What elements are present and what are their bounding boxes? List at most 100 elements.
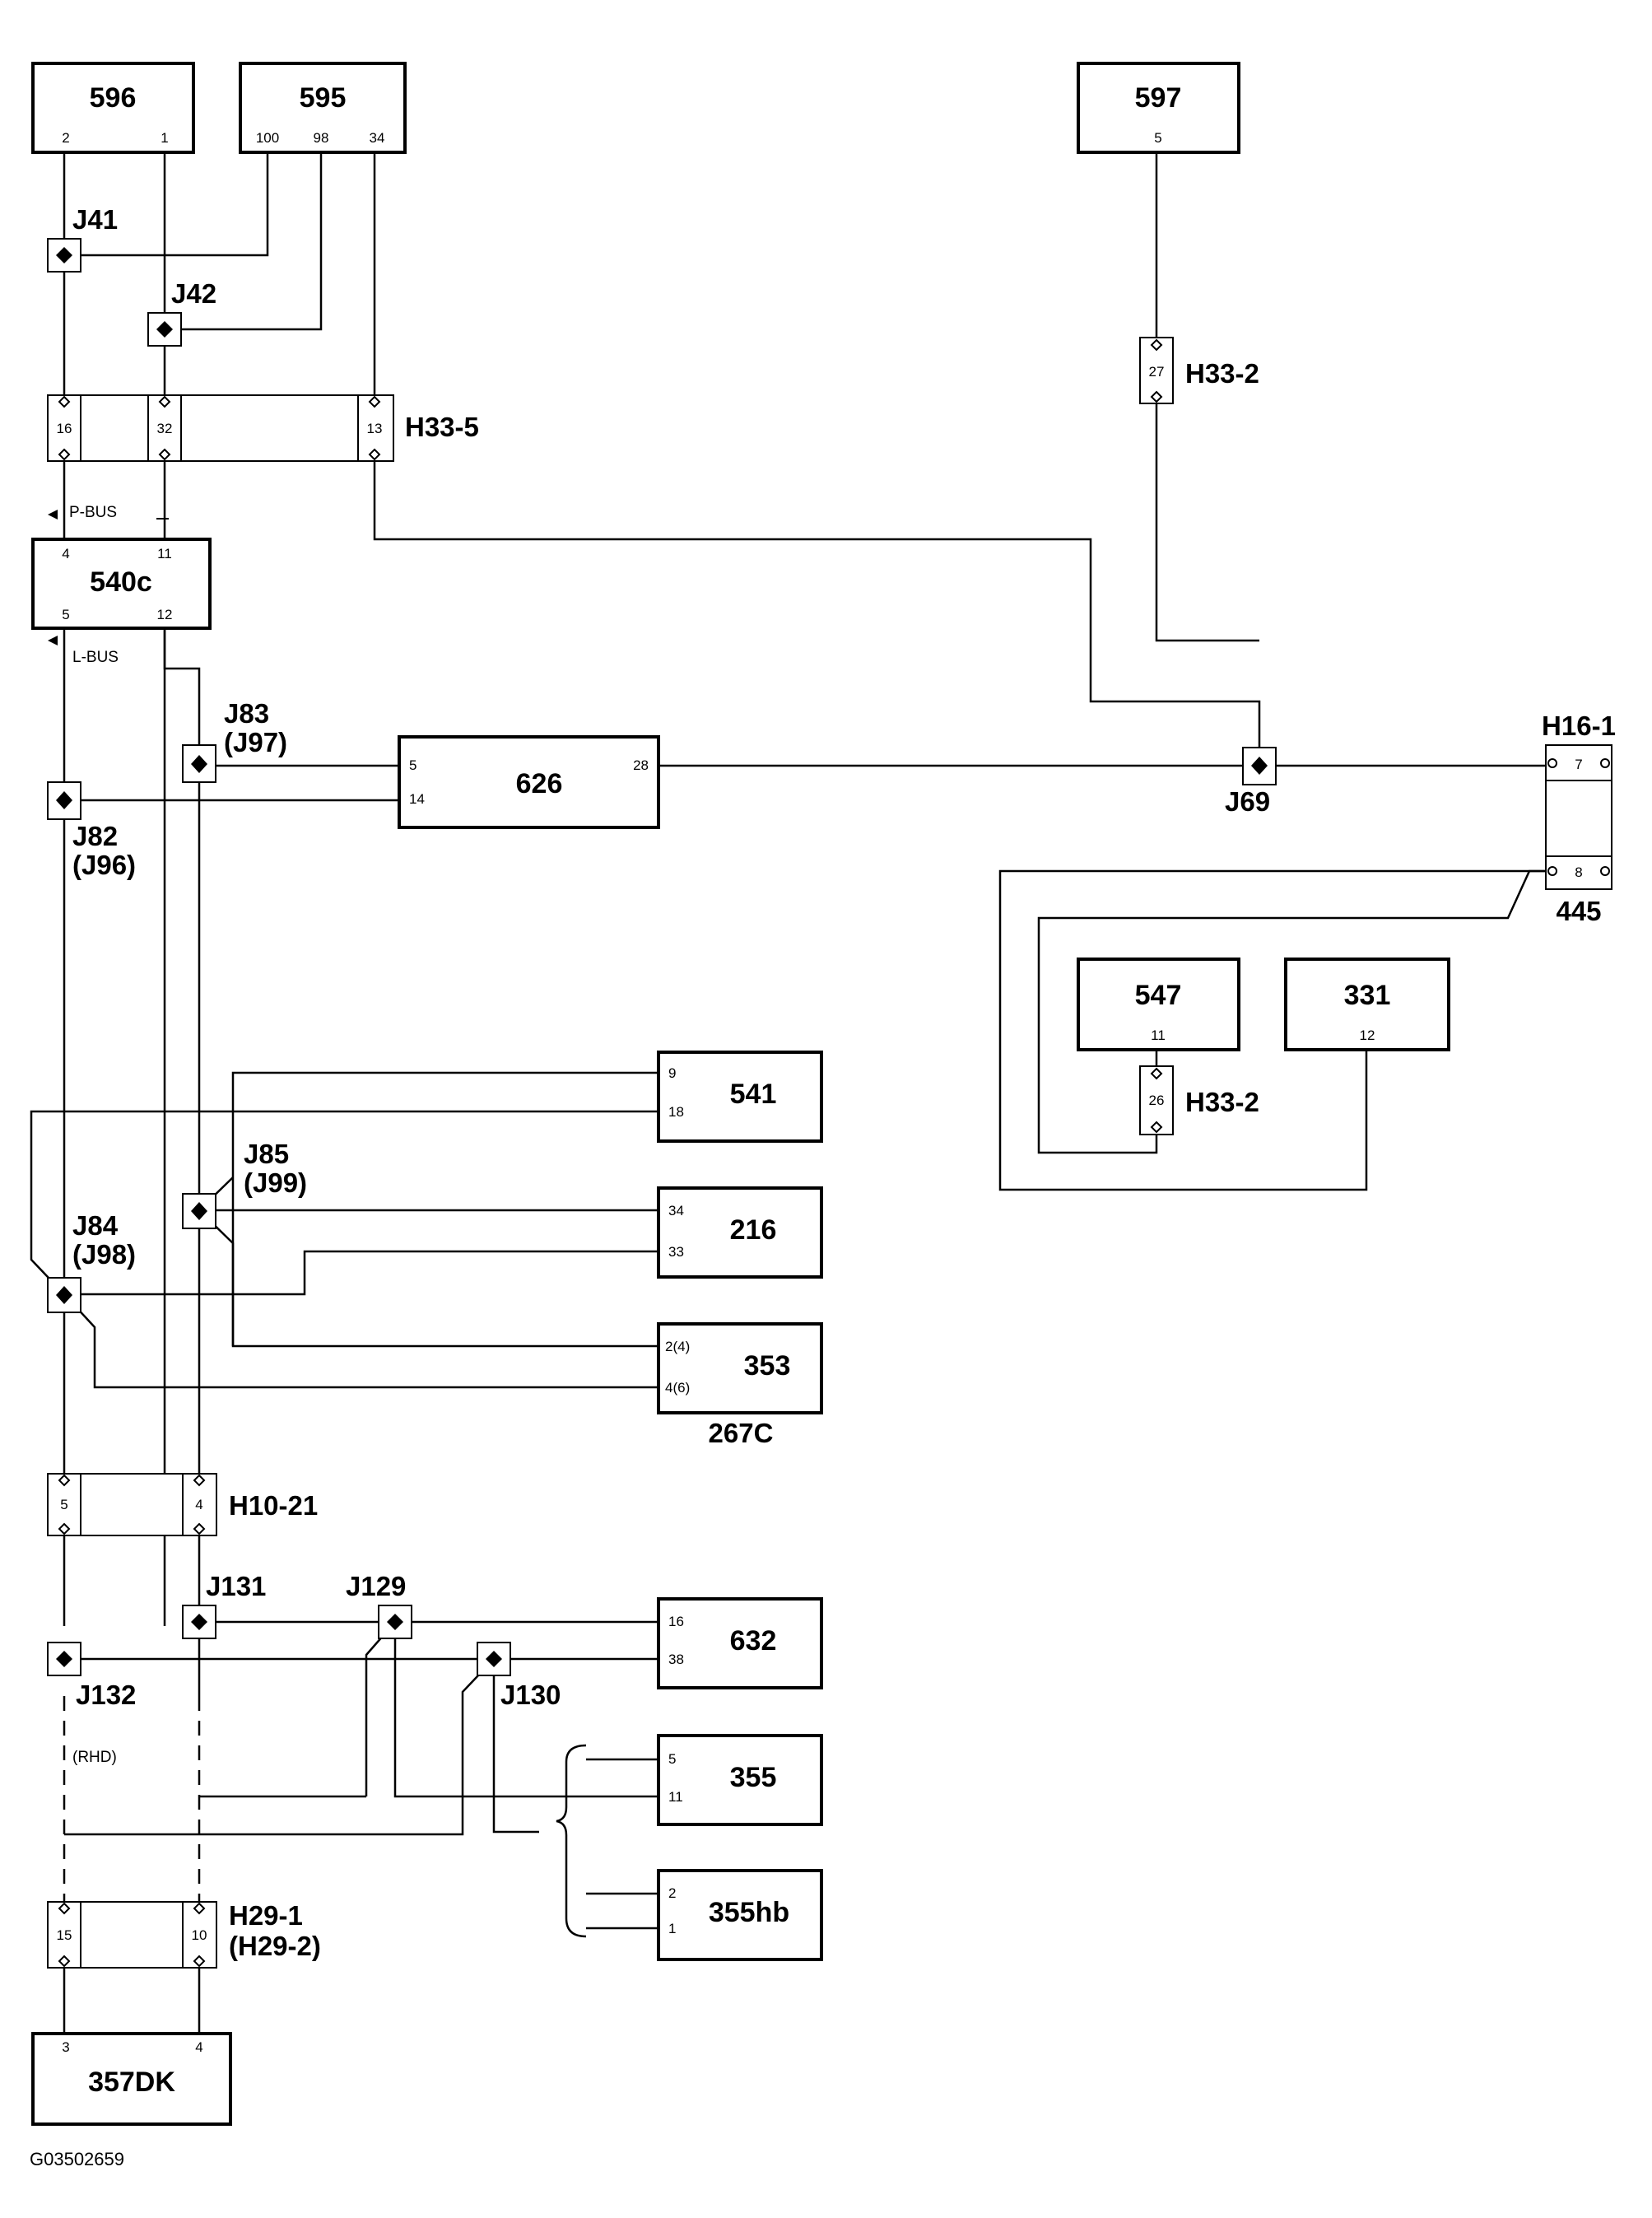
junction-j84: J84 (J98) [47,1210,136,1313]
l-bus-label: L-BUS [48,636,119,666]
pin-label: 11 [668,1789,683,1805]
pin-label: 13 [367,421,383,436]
component-sublabel: 267C [709,1418,774,1448]
component-540c: 540c 4 11 5 12 [31,538,212,630]
component-632: 632 16 38 [657,1597,823,1689]
pin-label: 11 [1151,1027,1166,1043]
pin-label: 28 [633,757,649,773]
junction-label: J130 [500,1680,561,1710]
junction-j41: J41 [47,204,118,273]
connector-h33-2-top: 27 H33-2 [1139,337,1259,404]
pin-label: 98 [314,130,329,146]
pin-label: 7 [1575,757,1582,772]
component-label: 596 [90,82,137,114]
connector-label: H29-1 [229,1900,303,1931]
component-label: 595 [300,82,347,114]
junction-j132: J132 [47,1642,136,1710]
pin-label: 2 [668,1885,676,1901]
connector-alt-label: (H29-2) [229,1931,321,1961]
pin-label: 4 [62,546,69,561]
junction-j130: J130 [477,1642,561,1710]
connector-label: H16-1 [1542,711,1616,741]
connector-label: H33-5 [405,412,479,442]
component-331: 331 12 [1284,958,1450,1051]
junction-alt-label: (J99) [244,1167,307,1198]
component-label: 357DK [88,2067,175,2098]
pin-label: 4 [195,2039,202,2055]
pin-label: 27 [1149,364,1165,380]
pin-label: 14 [409,791,425,807]
pin-label: 5 [409,757,416,773]
pin-label: 5 [62,607,69,622]
junction-label: J85 [244,1139,289,1169]
pin-label: 34 [668,1203,684,1219]
component-label: 547 [1135,980,1182,1011]
pin-label: 15 [57,1927,72,1943]
pin-label: 3 [62,2039,69,2055]
component-label: 597 [1135,82,1182,114]
pin-label: 2(4) [665,1339,690,1354]
component-label: 541 [730,1079,777,1110]
p-bus-label: P-BUS [48,504,169,521]
component-353: 353 2(4) 4(6) 267C [657,1322,823,1448]
component-label: 353 [744,1350,791,1382]
pin-label: 100 [256,130,279,146]
component-445: 7 8 H16-1 445 [1542,711,1616,926]
junction-label: J69 [1225,786,1270,817]
connector-label: H10-21 [229,1490,318,1521]
component-label: 216 [730,1214,777,1246]
junction-label: J131 [206,1571,266,1601]
component-label: 626 [516,768,563,799]
pin-label: 34 [370,130,385,146]
pin-label: 9 [668,1065,676,1081]
junction-j83: J83 (J97) [182,698,287,783]
svg-text:L-BUS: L-BUS [72,649,119,666]
component-626: 626 5 14 28 [398,735,660,829]
junction-j131: J131 [182,1571,266,1639]
junction-label: J129 [346,1571,406,1601]
junction-label: J132 [76,1680,136,1710]
pin-label: 5 [668,1751,676,1767]
component-label: 331 [1344,980,1391,1011]
junction-label: J82 [72,821,118,851]
pin-label: 4(6) [665,1380,690,1396]
junction-alt-label: (J98) [72,1239,136,1270]
pin-label: 26 [1149,1093,1165,1108]
brace [556,1744,587,1938]
component-357dk: 357DK 3 4 [31,2032,232,2126]
junction-j82: J82 (J96) [47,781,136,880]
connector-label: H33-2 [1185,1087,1259,1117]
rhd-note: (RHD) [72,1749,117,1766]
pin-label: 18 [668,1104,684,1120]
pin-label: 11 [157,546,172,561]
pin-label: 2 [62,130,69,146]
pin-label: 1 [668,1921,676,1936]
wires [30,152,1546,2034]
junction-j69: J69 [1225,747,1277,817]
component-547: 547 11 [1077,958,1240,1051]
pin-label: 5 [1154,130,1161,146]
pin-label: 16 [668,1614,684,1629]
pin-label: 12 [1360,1027,1375,1043]
component-216: 216 34 33 [657,1186,823,1279]
pin-label: 4 [195,1497,202,1512]
connector-h33-2-mid: 26 H33-2 [1139,1065,1259,1135]
component-597: 597 5 [1077,62,1240,154]
pin-label: 32 [157,421,173,436]
pin-label: 8 [1575,864,1582,880]
pin-label: 33 [668,1244,684,1260]
component-label: 540c [90,566,152,598]
component-355: 355 5 11 [657,1734,823,1826]
component-label: 445 [1556,896,1601,926]
component-label: 355 [730,1762,777,1793]
connector-h10-21: 5 4 H10-21 [47,1473,318,1536]
connector-h29-1: 15 10 H29-1 (H29-2) [47,1900,321,1969]
junction-j85: J85 (J99) [182,1139,307,1229]
junction-label: J84 [72,1210,119,1241]
junction-j42: J42 [147,278,216,347]
pin-label: 10 [192,1927,207,1943]
junction-label: J41 [72,204,118,235]
component-595: 595 100 98 34 [239,62,407,154]
connector-label: H33-2 [1185,358,1259,389]
